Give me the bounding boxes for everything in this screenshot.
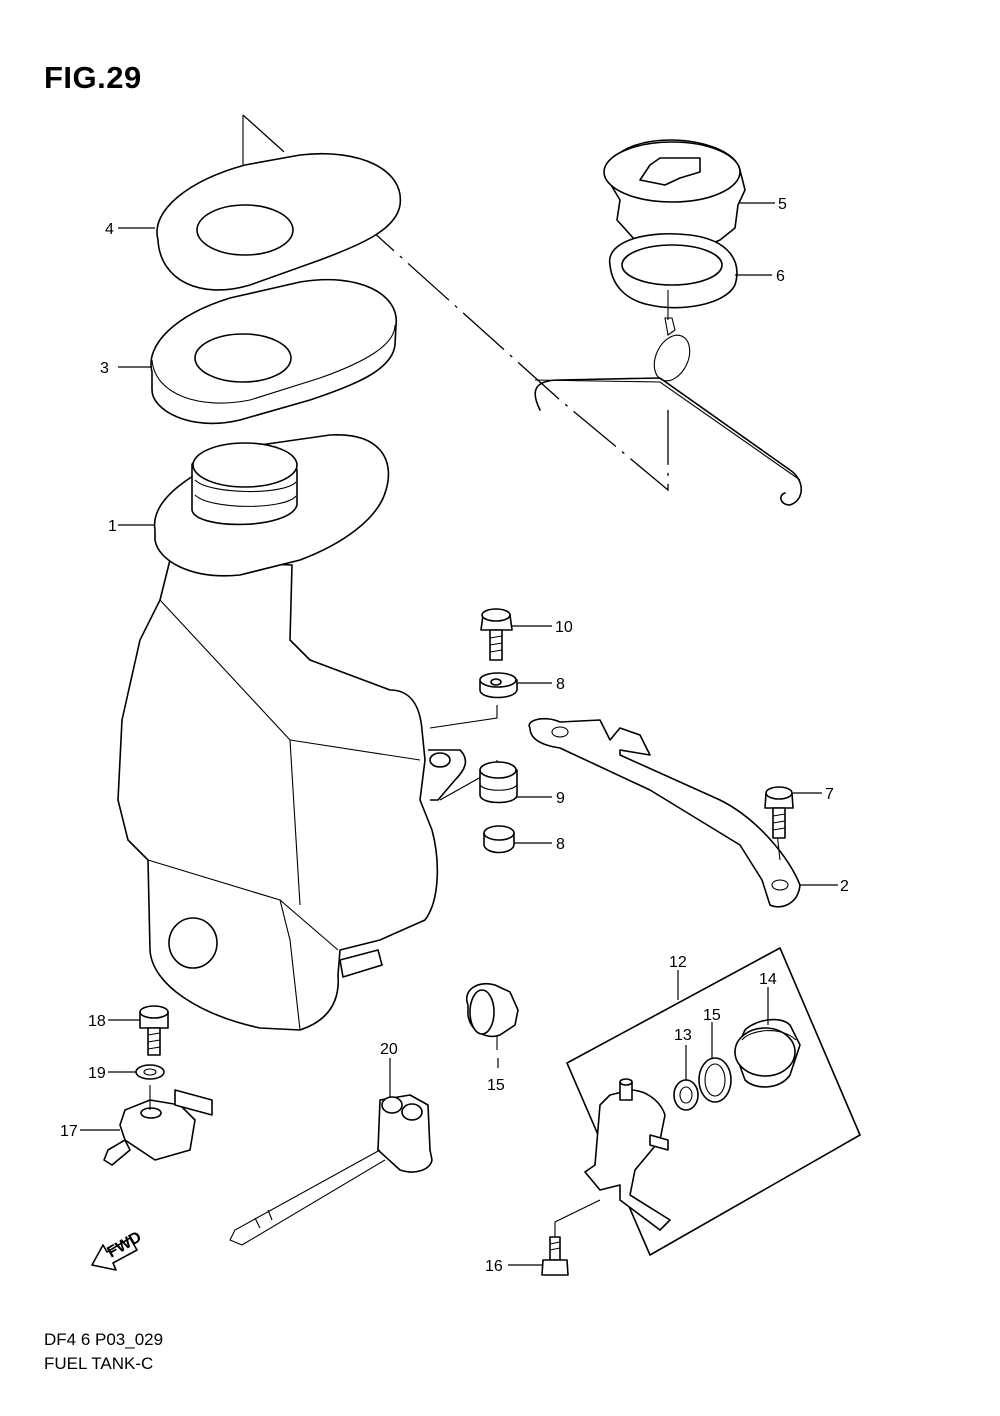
part-8-grommet-upper[interactable] [479, 672, 518, 699]
part-20-fuel-gauge-float[interactable] [229, 1094, 433, 1246]
callout-17: 17 [60, 1123, 78, 1140]
part-4-gasket-plate[interactable] [156, 152, 402, 291]
part-3-thick-gasket[interactable] [150, 278, 397, 425]
part-11-knob[interactable] [465, 983, 519, 1050]
callout-10: 10 [555, 619, 573, 636]
part-7-bolt[interactable] [764, 786, 794, 839]
part-18-bolt[interactable] [139, 1005, 169, 1056]
callout-14: 14 [759, 971, 777, 988]
callout-7: 7 [825, 786, 834, 803]
callout-16: 16 [485, 1258, 503, 1275]
part-13-washer[interactable] [673, 1079, 699, 1111]
callout-20: 20 [380, 1041, 398, 1058]
fwd-arrow-icon: FWD [91, 1229, 145, 1271]
part-2-bracket[interactable] [528, 717, 801, 908]
callout-11: 15 [487, 1077, 505, 1094]
cap-chain-wire[interactable] [534, 290, 803, 506]
callout-9: 9 [556, 790, 565, 807]
part-14-filter-cap[interactable] [734, 1018, 801, 1088]
callout-15: 15 [703, 1007, 721, 1024]
part-5-fuel-cap[interactable] [603, 139, 746, 286]
callout-5: 5 [778, 196, 787, 213]
part-17-fuel-joint[interactable] [103, 1085, 213, 1166]
part-6-cap-gasket[interactable] [609, 232, 738, 309]
callout-18: 18 [88, 1013, 106, 1030]
part-8-grommet-lower[interactable] [483, 825, 515, 854]
callout-4: 4 [105, 221, 114, 238]
callout-8-upper: 8 [556, 676, 565, 693]
callout-8-lower: 8 [556, 836, 565, 853]
callout-2: 2 [840, 878, 849, 895]
part-9-cushion[interactable] [479, 761, 518, 804]
callout-13: 13 [674, 1027, 692, 1044]
figure-title: FIG.29 [44, 60, 142, 95]
callout-12: 12 [669, 954, 687, 971]
part-1-fuel-tank[interactable] [117, 434, 498, 1031]
part-10-bolt[interactable] [480, 608, 513, 661]
part-16-bolt[interactable] [541, 1199, 601, 1276]
callout-labels: 4 3 1 5 6 10 8 9 8 7 2 12 14 15 13 20 15… [60, 196, 849, 1275]
callout-19: 19 [88, 1065, 106, 1082]
callout-leaders [80, 202, 838, 1266]
callout-1: 1 [108, 518, 117, 535]
callout-3: 3 [100, 360, 109, 377]
figure-name: FUEL TANK-C [44, 1354, 154, 1373]
part-15-o-ring[interactable] [698, 1057, 732, 1103]
callout-6: 6 [776, 268, 785, 285]
figure-code: DF4 6 P03_029 [44, 1330, 164, 1349]
fuel-cock-body[interactable] [584, 1078, 671, 1231]
part-19-washer[interactable] [135, 1064, 165, 1080]
